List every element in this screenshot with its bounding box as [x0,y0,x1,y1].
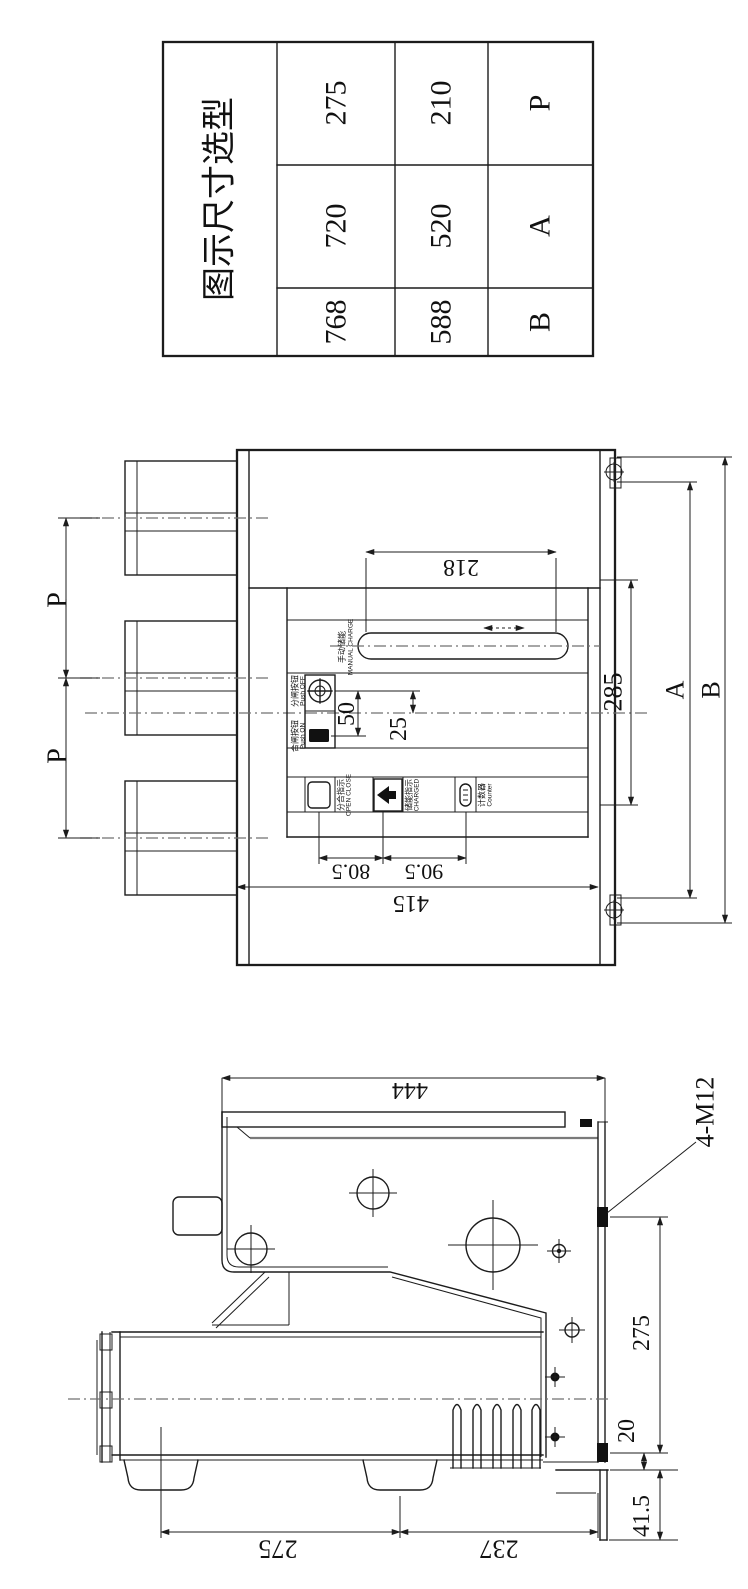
dim-B: B [617,456,732,924]
table-cell-p-large: 275 [320,81,353,126]
button-cluster: 分闸按钮 Push OFF 合闸按钮 Push ON [290,674,336,752]
dim-p2-text: P [43,748,74,764]
table-cell-b-small: 588 [425,300,458,345]
counter-window [459,783,472,807]
position-window [307,781,331,809]
selection-table: 图示尺寸选型 275 720 768 210 520 588 P A B [161,40,595,358]
dim-25: 25 [366,690,420,741]
off-button-label-cn: 分闸按钮 [290,675,300,707]
manual-charge-slot: 手动储能 MANUAL CHARGE [330,618,600,675]
counter-label-cn: 计数器 [477,783,487,807]
side-view: 444 [68,1074,720,1564]
charge-arrow-box [373,778,403,812]
bellows-insulator [450,1403,541,1469]
panel-frame [248,587,601,838]
dim-20: 20 [610,1419,652,1471]
mount-tab-top [604,457,624,489]
dim-20-text: 20 [614,1419,640,1443]
front-view: P P 手动储能 MANUAL CHARGE [43,448,732,967]
plate-hole-3 [545,1367,565,1387]
slot-label-cn: 手动储能 [337,631,347,663]
dim-415-text: 415 [393,890,429,916]
table-cell-b: B [524,312,557,332]
dim-b-text: B [697,681,726,698]
plate-hole-4 [545,1427,565,1447]
pole-assembly [68,1331,612,1463]
charge-label-cn: 储能指示 [404,779,414,811]
dim-218: 218 [365,548,557,632]
plate-hole-1 [547,1239,571,1263]
dim-275-right-text: 275 [629,1315,655,1351]
charge-label-en: CHARGED [414,778,421,811]
dim-pole-pitch: P P [43,517,100,839]
table-cell-a: A [524,215,557,237]
callout-4-m12: 4-M12 [606,1077,720,1214]
position-label-en: OPEN CLOSE [346,773,353,816]
m12-hole-tab-bottom [597,1443,608,1462]
callout-4-m12-text: 4-M12 [691,1077,720,1148]
table-cell-p: P [524,95,557,112]
table-cell-a-large: 720 [320,204,353,249]
foot-2 [362,1459,438,1491]
table-cell-p-small: 210 [425,81,458,126]
dim-237-text: 237 [480,1535,519,1564]
m12-hole-tab-top [597,1207,608,1227]
dim-90-text: 90.5 [405,860,444,885]
dim-bottom: 275 237 [160,1427,599,1564]
table-header-cell: 图示尺寸选型 [201,97,239,301]
slot-label-en: MANUAL CHARGE [348,618,355,675]
dim-A: A [617,481,697,899]
dim-p1-text: P [43,592,74,608]
indicator-strip: 分合指示 OPEN CLOSE 储能指示 CHARGED 计数器 Counter [304,773,494,816]
dim-25-text: 25 [386,717,412,741]
dim-80-90: 80.5 90.5 [318,812,467,885]
charge-arrow-icon [377,786,389,804]
dim-285-text: 285 [599,673,628,712]
dim-444-text: 444 [392,1077,428,1103]
dim-444: 444 [221,1074,606,1122]
on-button [309,729,329,742]
mounting-plate [543,1121,609,1541]
box-hole-1 [349,1169,397,1217]
dim-80-text: 80.5 [332,860,371,885]
box-hole-large [448,1200,538,1290]
mechanism-box [172,1111,547,1458]
dim-50-text: 50 [334,702,360,726]
counter-label-en: Counter [487,783,494,807]
position-label-cn: 分合指示 [336,779,346,811]
dim-50: 50 [331,690,366,737]
table-border [161,40,595,358]
on-button-label-en: Push ON [300,723,307,750]
dim-275-bottom-text: 275 [259,1535,298,1564]
plate-hole-2 [559,1317,585,1343]
box-hole-2 [227,1225,275,1273]
dim-218-text: 218 [443,554,479,580]
on-button-label-cn: 合闸按钮 [290,720,300,752]
dim-a-text: A [661,680,690,699]
dim-41-5-text: 41.5 [629,1495,655,1537]
dim-275-right: 275 [610,1216,668,1454]
off-button-label-en: Push OFF [300,676,307,706]
table-cell-b-large: 768 [320,300,353,345]
dim-285: 285 [599,579,638,806]
cover-fitting [580,1119,592,1127]
dim-41-5: 41.5 [609,1469,678,1541]
interlock-tab [172,1196,223,1236]
table-cell-a-small: 520 [425,204,458,249]
top-cover-plate [221,1111,566,1128]
dim-415: 415 [236,883,599,916]
mount-tab-bottom [604,894,624,926]
